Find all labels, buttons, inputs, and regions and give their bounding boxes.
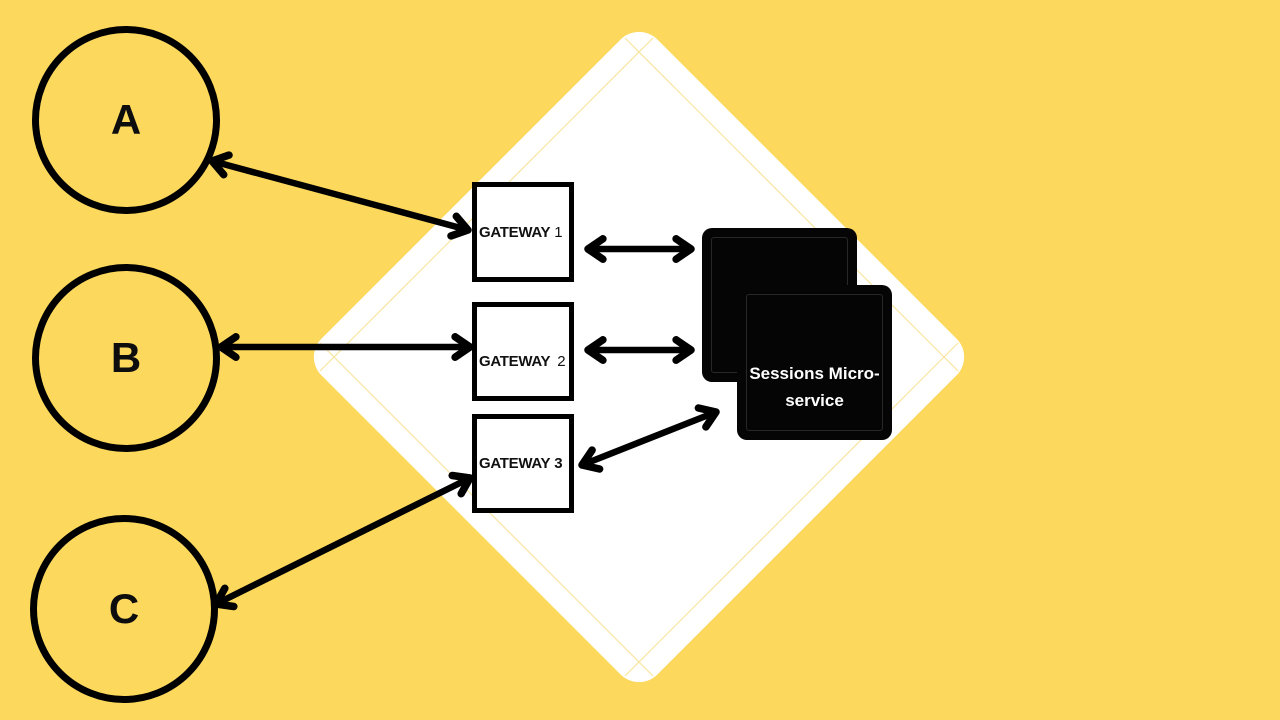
arrow-gateway-3-service <box>578 408 720 469</box>
gateway-2-number: 2 <box>557 353 566 370</box>
gateway-3-number: 3 <box>554 455 563 472</box>
client-node-c: C <box>30 515 218 703</box>
service-label: Sessions Micro- service <box>737 360 892 414</box>
client-node-b: B <box>32 264 220 452</box>
client-label-b: B <box>110 334 142 381</box>
client-node-a: A <box>32 26 220 214</box>
gateway-2-node: GATEWAY 2 <box>472 302 574 401</box>
arrowheads-client-a-gateway-1 <box>208 151 472 240</box>
client-label-c: C <box>108 585 140 632</box>
gateway-3-name: GATEWAY <box>479 455 551 472</box>
gateway-2-name: GATEWAY <box>479 353 551 370</box>
arrowheads-gateway-3-service <box>578 404 720 473</box>
gateway-1-name: GATEWAY <box>479 223 551 241</box>
arrowheads-gateway-2-service <box>584 336 695 364</box>
arrow-client-c-gateway-3 <box>212 474 474 608</box>
service-label-line1: Sessions Micro- <box>749 364 880 383</box>
connection-arrows <box>208 151 720 611</box>
arrowheads-client-b-gateway-2 <box>217 333 474 361</box>
service-node-front-square: Sessions Micro- service <box>737 285 892 440</box>
gateway-1-number: 1 <box>554 223 563 241</box>
arrowheads-gateway-1-service <box>584 235 695 263</box>
client-label-a: A <box>110 96 142 143</box>
gateway-2-label: GATEWAY 2 <box>477 333 566 370</box>
arrow-client-a-gateway-1 <box>208 157 472 234</box>
service-label-line2: service <box>785 391 844 410</box>
